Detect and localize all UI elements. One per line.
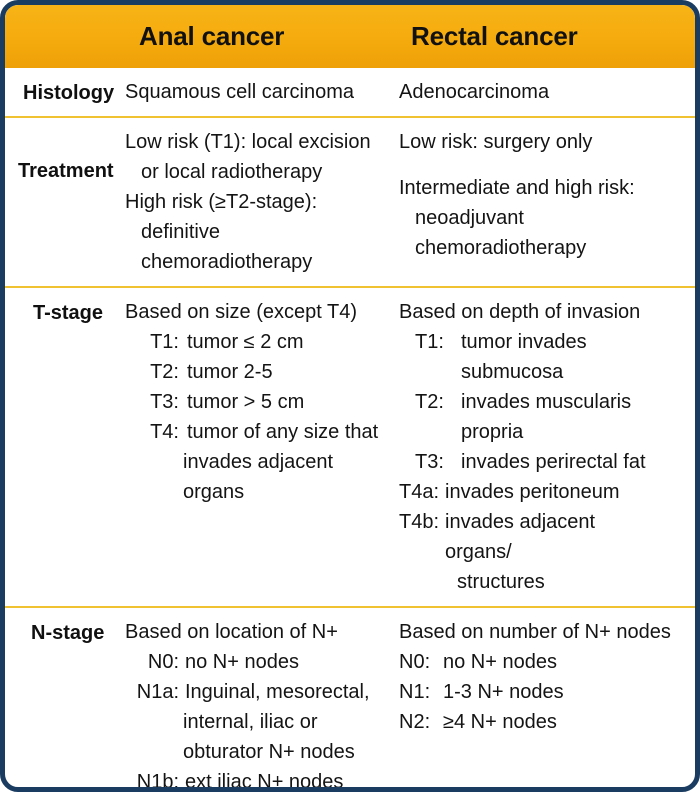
n-stage-anal-n1a-wrap-1: internal, iliac or	[183, 711, 318, 733]
t-stage-anal-key-t3: T3:	[150, 391, 179, 413]
row-label-t-stage: T-stage	[33, 302, 104, 324]
n-stage-anal-item-n1b: N1b: ext iliac N+ nodes	[125, 767, 389, 792]
t-stage-rectal-item-t2: T2: invades muscularis propria	[399, 387, 661, 447]
table-row-histology: Histology Squamous cell carcinoma Adenoc…	[5, 68, 695, 116]
t-stage-rectal-key-t4a: T4a:	[399, 481, 440, 503]
t-stage-rectal-val-t1: tumor invades submucosa	[461, 331, 587, 383]
row-label-treatment: Treatment	[18, 160, 114, 182]
cell-n-stage-anal: Based on location of N+ N0: no N+ nodes …	[125, 617, 393, 792]
t-stage-anal-key-t2: T2:	[150, 361, 179, 383]
t-stage-rectal-val-t2: invades muscularis propria	[461, 391, 632, 443]
cell-t-stage-anal: Based on size (except T4) T1: tumor ≤ 2 …	[125, 297, 393, 507]
treatment-rectal-spacer	[399, 157, 661, 173]
t-stage-anal-val-t2: tumor 2-5	[187, 361, 273, 383]
n-stage-anal-n1a-wrap-2: obturator N+ nodes	[183, 741, 355, 763]
treatment-anal-line-2: or local radiotherapy	[141, 161, 323, 183]
treatment-anal-line-3: High risk (≥T2-stage):	[125, 191, 318, 213]
cell-histology-rectal: Adenocarcinoma	[393, 77, 661, 107]
n-stage-anal-val-n1b: ext iliac N+ nodes	[185, 771, 344, 792]
histology-anal-text: Squamous cell carcinoma	[125, 81, 354, 103]
treatment-rectal-line-1: Low risk: surgery only	[399, 131, 593, 153]
t-stage-anal-item-t1: T1: tumor ≤ 2 cm	[125, 327, 389, 357]
n-stage-anal-key-n1b: N1b:	[136, 771, 179, 792]
t-stage-rectal-item-t4b: T4b: invades adjacent organs/	[399, 507, 661, 567]
t-stage-rectal-val-t4b: invades adjacent organs/	[445, 511, 596, 563]
t-stage-anal-intro: Based on size (except T4)	[125, 301, 357, 323]
column-header-anal-cancer: Anal cancer	[139, 21, 285, 51]
treatment-anal-line-4: definitive	[141, 221, 220, 243]
table-row-n-stage: N-stage Based on location of N+ N0: no N…	[5, 606, 695, 792]
n-stage-anal-key-n1a: N1a:	[136, 681, 179, 703]
t-stage-rectal-key-t4b: T4b:	[399, 511, 440, 533]
t-stage-rectal-val-t4a: invades peritoneum	[445, 481, 620, 503]
n-stage-rectal-val-n2: ≥4 N+ nodes	[443, 711, 557, 733]
n-stage-rectal-intro: Based on number of N+ nodes	[399, 621, 671, 643]
n-stage-rectal-key-n2: N2:	[399, 711, 431, 733]
n-stage-rectal-item-n1: N1: 1-3 N+ nodes	[399, 677, 661, 707]
n-stage-anal-key-n0: N0:	[147, 651, 179, 673]
t-stage-rectal-t4b-wrap: structures	[457, 571, 545, 593]
t-stage-anal-t4-wrap-2: organs	[183, 481, 245, 503]
n-stage-rectal-val-n0: no N+ nodes	[443, 651, 557, 673]
t-stage-rectal-key-t1: T1:	[415, 331, 444, 353]
row-label-histology: Histology	[23, 82, 115, 104]
table-row-treatment: Treatment Low risk (T1): local excision …	[5, 116, 695, 286]
t-stage-rectal-val-t3: invades perirectal fat	[461, 451, 646, 473]
n-stage-rectal-val-n1: 1-3 N+ nodes	[443, 681, 564, 703]
treatment-anal-line-5: chemoradiotherapy	[141, 251, 313, 273]
n-stage-anal-intro: Based on location of N+	[125, 621, 338, 643]
n-stage-anal-item-n1a: N1a: Inguinal, mesorectal,	[125, 677, 389, 707]
column-header-rectal-cancer: Rectal cancer	[411, 21, 578, 51]
cell-treatment-rectal: Low risk: surgery only Intermediate and …	[393, 127, 661, 263]
n-stage-rectal-item-n2: N2: ≥4 N+ nodes	[399, 707, 661, 737]
cell-n-stage-rectal: Based on number of N+ nodes N0: no N+ no…	[393, 617, 671, 737]
t-stage-anal-key-t4: T4:	[150, 421, 179, 443]
t-stage-anal-val-t3: tumor > 5 cm	[187, 391, 305, 413]
treatment-rectal-line-2: Intermediate and high risk:	[399, 177, 635, 199]
t-stage-anal-item-t2: T2: tumor 2-5	[125, 357, 389, 387]
t-stage-rectal-item-t4a: T4a: invades peritoneum	[399, 477, 661, 507]
n-stage-anal-item-n0: N0: no N+ nodes	[125, 647, 389, 677]
n-stage-anal-val-n1a: Inguinal, mesorectal,	[185, 681, 370, 703]
t-stage-anal-t4-wrap-1: invades adjacent	[183, 451, 334, 473]
n-stage-rectal-key-n1: N1:	[399, 681, 431, 703]
t-stage-anal-item-t3: T3: tumor > 5 cm	[125, 387, 389, 417]
t-stage-rectal-key-t3: T3:	[415, 451, 444, 473]
cell-t-stage-rectal: Based on depth of invasion T1: tumor inv…	[393, 297, 661, 597]
row-label-n-stage: N-stage	[31, 622, 105, 644]
treatment-rectal-line-4: chemoradiotherapy	[415, 237, 587, 259]
t-stage-rectal-item-t1: T1: tumor invades submucosa	[399, 327, 661, 387]
t-stage-anal-item-t4: T4: tumor of any size that	[125, 417, 389, 447]
treatment-rectal-line-3: neoadjuvant	[415, 207, 524, 229]
cell-treatment-anal: Low risk (T1): local excision or local r…	[125, 127, 393, 277]
treatment-anal-line-1: Low risk (T1): local excision	[125, 131, 371, 153]
cell-histology-anal: Squamous cell carcinoma	[125, 77, 393, 107]
histology-rectal-text: Adenocarcinoma	[399, 81, 550, 103]
n-stage-anal-val-n0: no N+ nodes	[185, 651, 299, 673]
table-header-row: Anal cancer Rectal cancer	[5, 5, 695, 68]
n-stage-rectal-key-n0: N0:	[399, 651, 431, 673]
table-row-t-stage: T-stage Based on size (except T4) T1: tu…	[5, 286, 695, 606]
t-stage-rectal-item-t3: T3: invades perirectal fat	[399, 447, 661, 477]
t-stage-rectal-intro: Based on depth of invasion	[399, 301, 641, 323]
t-stage-anal-val-t1: tumor ≤ 2 cm	[187, 331, 304, 353]
t-stage-anal-val-t4: tumor of any size that	[187, 421, 379, 443]
n-stage-rectal-item-n0: N0: no N+ nodes	[399, 647, 661, 677]
t-stage-anal-key-t1: T1:	[150, 331, 179, 353]
t-stage-rectal-key-t2: T2:	[415, 391, 444, 413]
